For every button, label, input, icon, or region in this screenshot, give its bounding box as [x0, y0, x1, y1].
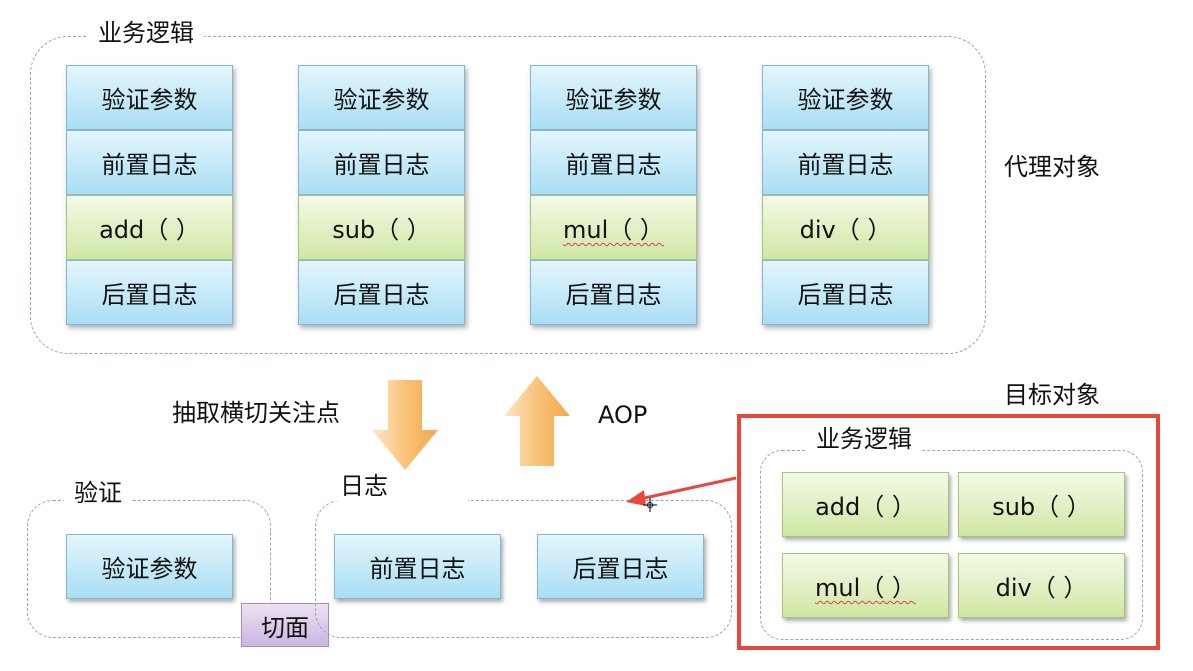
before-log-box: 前置日志: [762, 130, 929, 195]
mul-method-label: mul（ ）: [563, 216, 664, 244]
validate-params-box: 验证参数: [66, 65, 233, 130]
sub-method-box: sub（ ）: [298, 195, 465, 260]
proxy-column-sub: 验证参数 前置日志 sub（ ） 后置日志: [298, 65, 465, 325]
validate-params-box: 验证参数: [530, 65, 697, 130]
proxy-column-mul: 验证参数 前置日志 mul（ ） 后置日志: [530, 65, 697, 325]
log-region-title: 日志: [330, 471, 468, 501]
proxy-object-label: 代理对象: [1004, 153, 1100, 181]
aspect-label-box: 切面: [241, 603, 329, 647]
pointer-arrow-icon: [626, 476, 737, 512]
mul-method-box: mul（ ）: [530, 195, 697, 260]
aop-label: AOP: [598, 401, 648, 429]
validate-params-box: 验证参数: [66, 534, 233, 599]
down-arrow-icon: [372, 380, 438, 470]
mul-method-box: mul（ ）: [782, 553, 949, 618]
after-log-box: 后置日志: [537, 534, 704, 599]
after-log-box: 后置日志: [530, 260, 697, 325]
add-method-box: add（ ）: [782, 472, 949, 537]
validate-params-box: 验证参数: [762, 65, 929, 130]
after-log-box: 后置日志: [298, 260, 465, 325]
mul-method-label: mul（ ）: [815, 574, 916, 602]
before-log-box: 前置日志: [66, 130, 233, 195]
before-log-box: 前置日志: [334, 534, 501, 599]
sub-method-box: sub（ ）: [958, 472, 1125, 537]
add-method-box: add（ ）: [66, 195, 233, 260]
proxy-business-logic-region: [30, 36, 986, 354]
target-region-title: 业务逻辑: [806, 424, 922, 454]
proxy-column-div: 验证参数 前置日志 div（ ） 后置日志: [762, 65, 929, 325]
proxy-column-add: 验证参数 前置日志 add（ ） 后置日志: [66, 65, 233, 325]
after-log-box: 后置日志: [762, 260, 929, 325]
extract-crosscutting-label: 抽取横切关注点: [172, 399, 340, 427]
after-log-box: 后置日志: [66, 260, 233, 325]
up-arrow-icon: [504, 376, 570, 466]
validation-region-title: 验证: [64, 478, 132, 508]
div-method-box: div（ ）: [958, 553, 1125, 618]
target-object-highlight: [737, 414, 1160, 650]
target-object-label: 目标对象: [1004, 381, 1100, 409]
validate-params-box: 验证参数: [298, 65, 465, 130]
div-method-box: div（ ）: [762, 195, 929, 260]
log-region: [315, 500, 732, 638]
before-log-box: 前置日志: [530, 130, 697, 195]
target-business-logic-region: [760, 450, 1143, 640]
proxy-region-title: 业务逻辑: [88, 18, 204, 48]
before-log-box: 前置日志: [298, 130, 465, 195]
validation-region: [27, 500, 271, 638]
